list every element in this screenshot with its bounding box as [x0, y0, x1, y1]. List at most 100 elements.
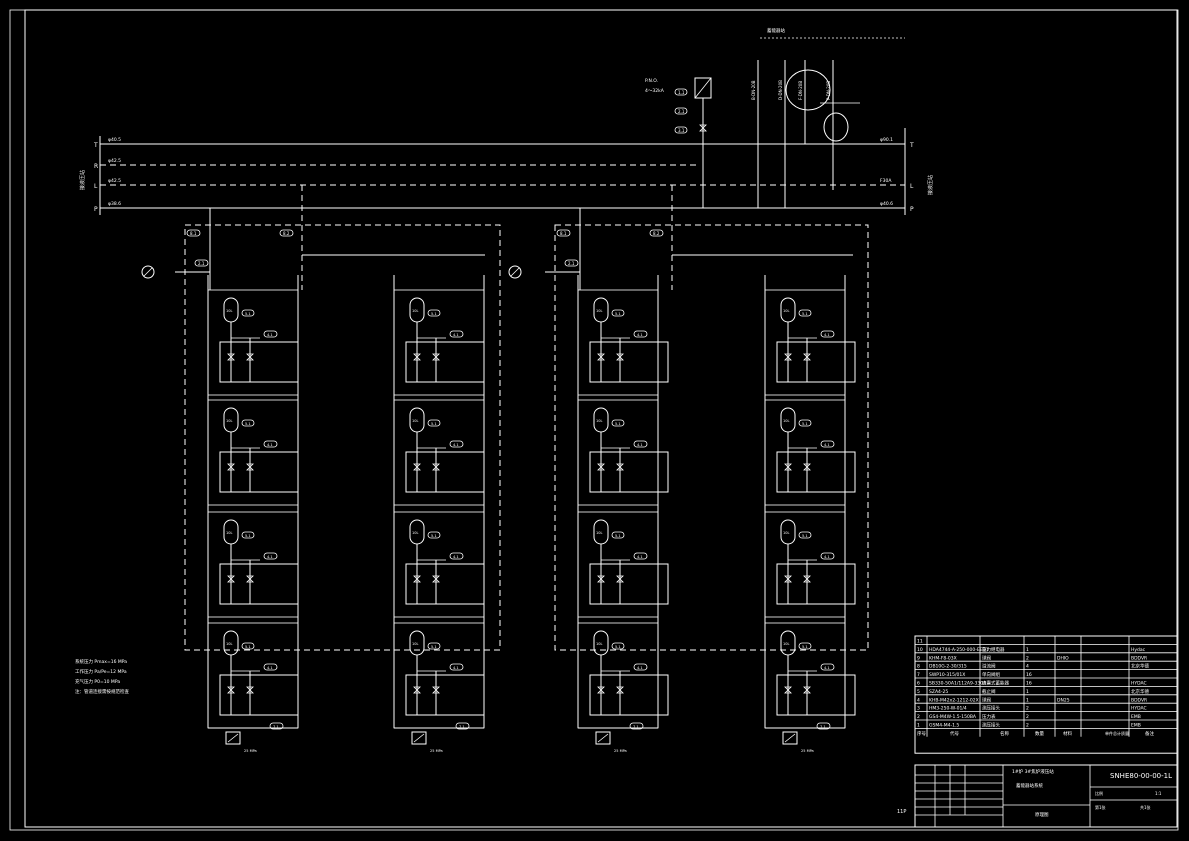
- note-line-4: 注：管道连接需按规范检查: [75, 688, 129, 695]
- bom-cell-note: HYDAC: [1131, 706, 1147, 712]
- bom-cell-code: SZA4-25: [929, 689, 948, 695]
- tag-bubble: [629, 722, 644, 730]
- sheet-label: 第1张: [1095, 804, 1106, 810]
- tag-label: 5.1: [615, 422, 621, 426]
- bom-cell-note: BDDVR: [1131, 697, 1147, 703]
- tag-bubble: [449, 663, 464, 671]
- tag-bubble: [820, 330, 835, 338]
- check-valve-icon: [432, 353, 440, 361]
- tag-bubble: [269, 722, 284, 730]
- tag-label: 4.1: [267, 666, 273, 670]
- shutoff-valve-icon: [227, 353, 235, 361]
- accumulator-volume: 10L: [412, 531, 418, 535]
- bom-cell-name: 皮囊式蓄能器: [982, 680, 1009, 687]
- pipe-size-l-right: F30A: [880, 178, 892, 184]
- title-sub: 蓄能器站系统: [1016, 782, 1043, 789]
- shutoff-valve-icon: [413, 463, 421, 471]
- tag-label: 5.1: [431, 534, 437, 538]
- bank-dashed-frame: [554, 224, 869, 651]
- valve-block: [219, 341, 299, 383]
- shutoff-valve-icon: [597, 353, 605, 361]
- tag-bubble: [263, 552, 278, 560]
- tag-label: 5.1: [802, 645, 808, 649]
- top-device: 蓄能器站 P.N.O. 4～32kA B-DN-20B D-DN-20B F-D…: [645, 27, 905, 208]
- tag-label: 4.1: [267, 333, 273, 337]
- accumulator-volume: 10L: [226, 531, 232, 535]
- tag-label: 5.1: [245, 534, 251, 538]
- accumulator-volume: 10L: [226, 309, 232, 313]
- tag-label: 4.1: [453, 443, 459, 447]
- check-valve-icon: [616, 353, 624, 361]
- tag-bubble: [279, 229, 294, 237]
- tag-label: 4.1: [824, 666, 830, 670]
- bom-cell-name: 测压接头: [982, 722, 1000, 729]
- valve-block: [776, 341, 856, 383]
- valve-block: [405, 563, 485, 605]
- shutoff-valve-icon: [784, 575, 792, 583]
- tag-bubble: [449, 330, 464, 338]
- relief-pressure: 25 MPa: [801, 749, 814, 753]
- tag-bubble: [263, 440, 278, 448]
- shutoff-valve-icon: [597, 463, 605, 471]
- bom-cell-qty: 16: [1026, 681, 1032, 687]
- accumulator-ellipse-top: [785, 69, 831, 111]
- shutoff-valve-icon: [597, 686, 605, 694]
- accumulator-volume: 10L: [596, 419, 602, 423]
- tag-bubble: [633, 663, 648, 671]
- tag-label: 5.1: [245, 422, 251, 426]
- pressure-gauge-icon: [508, 265, 522, 279]
- shutoff-valve-icon: [413, 575, 421, 583]
- line-label-P-right: P: [910, 206, 914, 213]
- accumulator-volume: 10L: [596, 642, 602, 646]
- line-label-L-right: L: [910, 183, 914, 190]
- shutoff-valve-icon: [597, 575, 605, 583]
- pipe-size-p-left: φ38.6: [108, 201, 121, 207]
- bom-cell-no: 8: [917, 664, 920, 670]
- tag-label: 4.1: [453, 555, 459, 559]
- tag-bubble: [611, 419, 625, 427]
- shutoff-valve-icon: [784, 686, 792, 694]
- check-valve-icon: [246, 575, 254, 583]
- tag-label: 5.1: [802, 422, 808, 426]
- tag-label: 5.1: [615, 534, 621, 538]
- bom-cell-no: 7: [917, 672, 920, 678]
- tag-bubble: [816, 722, 831, 730]
- valve-block: [776, 563, 856, 605]
- tag-bubble: [633, 330, 648, 338]
- drawing-name: 原理图: [1035, 812, 1049, 818]
- bom-cell-qty: 2: [1026, 714, 1029, 720]
- valve-block: [589, 451, 669, 493]
- tag-bubble: [798, 531, 812, 539]
- bom-cell-no: 9: [917, 655, 920, 661]
- bom-cell-mat: DHIO: [1057, 655, 1069, 661]
- tag-bubble: [263, 330, 278, 338]
- bom-cell-code: KHM-F8-03X: [929, 655, 957, 661]
- accumulator-ellipse-bottom: [823, 112, 849, 142]
- bom-cell-name: 测压接头: [982, 705, 1000, 712]
- shutoff-valve-icon: [413, 353, 421, 361]
- tag-bubble: [556, 229, 571, 237]
- drawing-number: SNHE80-00-00-1L: [1110, 772, 1172, 780]
- relief-pressure: 25 MPa: [430, 749, 443, 753]
- bom-header-mat: 材料: [1063, 730, 1072, 737]
- shutoff-valve-icon: [227, 575, 235, 583]
- tag-label: 7.1: [820, 725, 826, 729]
- accumulator-volume: 10L: [783, 419, 789, 423]
- line-label-R-left: R: [94, 163, 98, 170]
- tag-bubble: [633, 440, 648, 448]
- tag-label: 4.1: [824, 555, 830, 559]
- tag-label: 4.1: [637, 555, 643, 559]
- pipe-size-p-right: φ40.6: [880, 201, 893, 207]
- accumulator-volume: 10L: [596, 309, 602, 313]
